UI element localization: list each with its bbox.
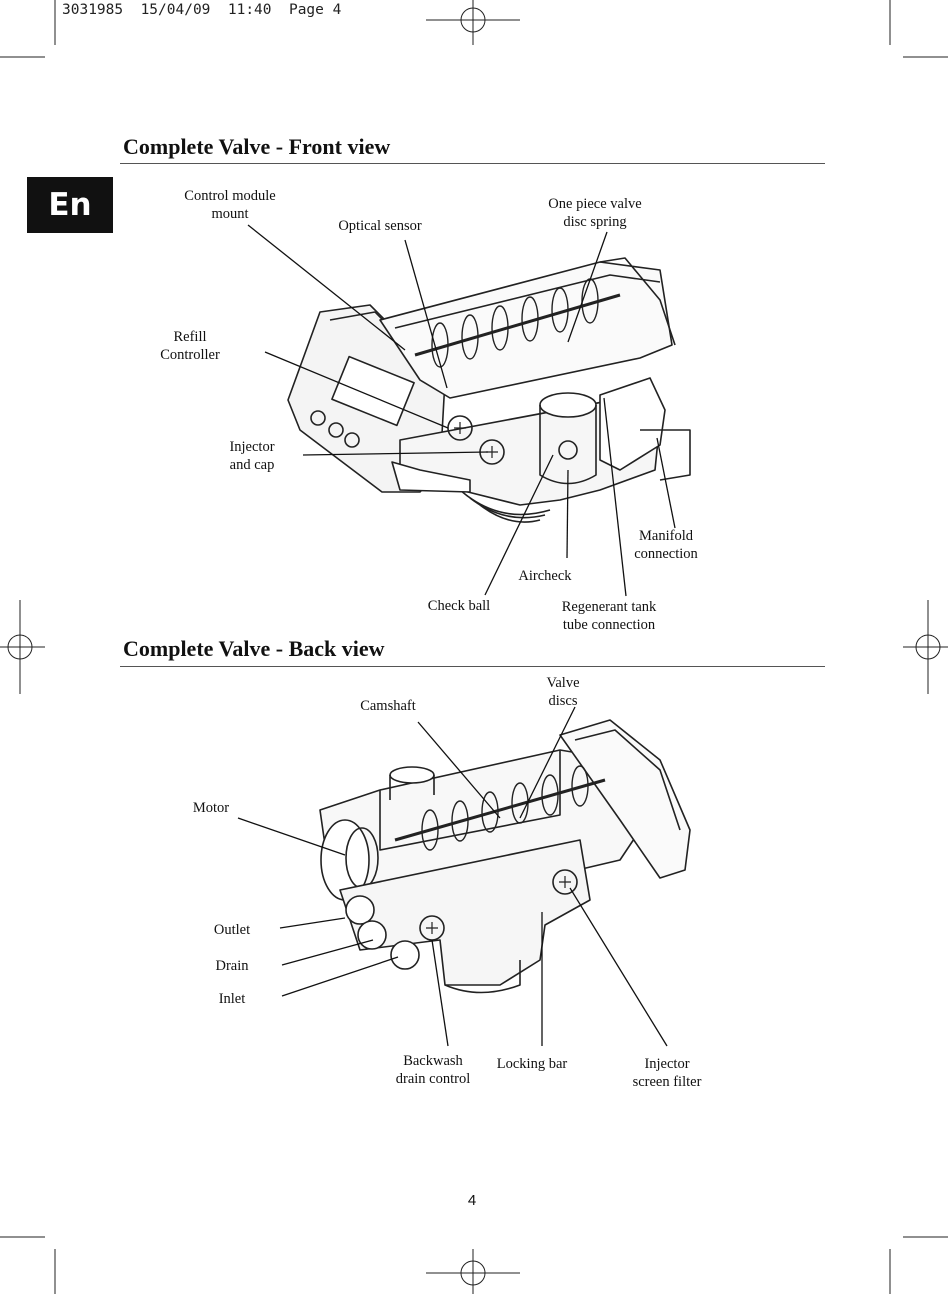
- label-optical-sensor: Optical sensor: [338, 218, 422, 234]
- label-valve-discs: Valve discs: [546, 675, 580, 709]
- label-injector-and-cap: Injector and cap: [229, 439, 275, 473]
- label-camshaft: Camshaft: [360, 698, 416, 714]
- label-control-module-mount: Control module mount: [184, 188, 276, 222]
- label-locking-bar: Locking bar: [496, 1056, 568, 1072]
- front-view-title: Complete Valve - Front view: [123, 134, 391, 159]
- back-view-title: Complete Valve - Back view: [123, 636, 385, 661]
- label-aircheck: Aircheck: [518, 568, 572, 584]
- label-outlet: Outlet: [213, 922, 251, 938]
- label-backwash-drain-control: Backwash drain control: [395, 1053, 471, 1087]
- label-regenerant-tank-tube-connection: Regenerant tank tube connection: [561, 599, 657, 633]
- label-check-ball: Check ball: [427, 598, 491, 614]
- language-tab: En: [27, 177, 113, 233]
- back-view-title-rule: [120, 666, 825, 667]
- label-manifold-connection: Manifold connection: [634, 528, 698, 562]
- label-drain: Drain: [215, 958, 249, 974]
- label-one-piece-valve-disc-spring: One piece valve disc spring: [548, 196, 642, 230]
- label-motor: Motor: [192, 800, 230, 816]
- page-number: 4: [467, 1192, 477, 1209]
- print-job-header: 3031985 15/04/09 11:40 Page 4: [62, 2, 342, 18]
- label-refill-controller: Refill Controller: [160, 329, 220, 363]
- front-view-title-rule: [120, 163, 825, 164]
- label-inlet: Inlet: [218, 991, 246, 1007]
- label-injector-screen-filter: Injector screen filter: [632, 1056, 702, 1090]
